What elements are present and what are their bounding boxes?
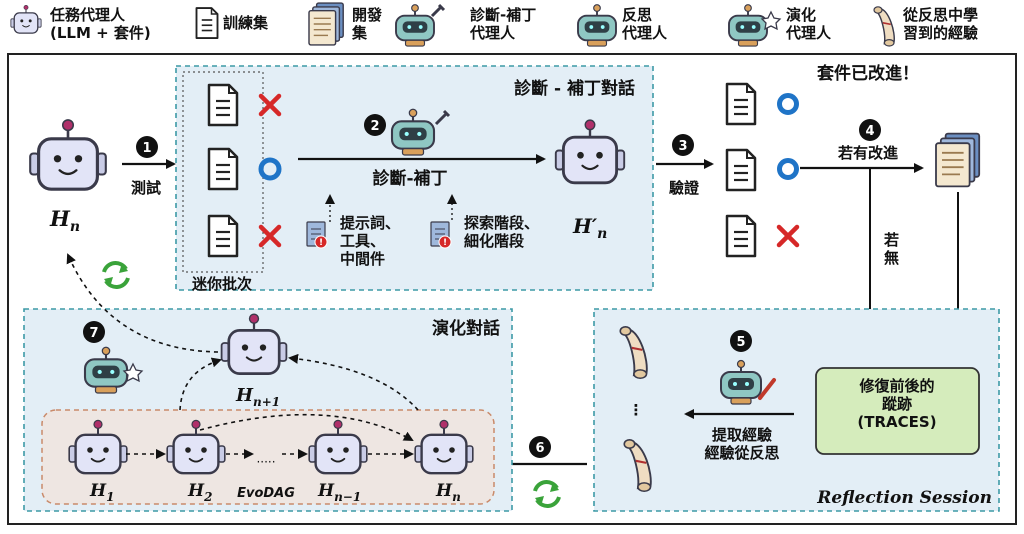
step-5-number: 5	[736, 335, 745, 350]
reflection-agent-icon	[577, 3, 617, 47]
step-6-number: 6	[535, 441, 544, 456]
test-label: 測試	[131, 179, 161, 197]
pass-circle-icon	[777, 93, 799, 115]
note-phases: 探索階段、細化階段	[464, 214, 539, 250]
step-5-badge	[730, 330, 752, 352]
verify-label: 驗證	[669, 179, 700, 197]
hn1-label: Hn+1	[235, 385, 280, 409]
cycle-icon	[533, 480, 561, 508]
step-1-number: 1	[142, 141, 151, 156]
step-2-number: 2	[370, 119, 379, 134]
reflection-session-label: Reflection Session	[816, 488, 992, 508]
step-3-number: 3	[678, 139, 687, 154]
legend-train-label: 訓練集	[223, 14, 269, 32]
hn-minus-1-label: Hn−1	[317, 481, 361, 504]
if-not-label: 若無	[883, 231, 899, 267]
minibatch-label: 迷你批次	[191, 275, 252, 293]
legend-reflect-agent-label: 反思代理人	[621, 6, 668, 42]
verify-doc-2	[725, 148, 757, 192]
pass-circle-icon	[777, 158, 799, 180]
step-3-badge	[672, 134, 694, 156]
training-set-icon	[195, 7, 219, 39]
wrench-icon	[434, 109, 451, 126]
h2-label: H2	[187, 481, 212, 504]
evolution-panel-title: 演化對話	[432, 318, 500, 339]
experience-scroll-icon	[873, 5, 896, 47]
fail-cross-icon	[776, 224, 800, 248]
step-4-badge	[859, 119, 881, 141]
evodag-edges	[66, 253, 419, 459]
verify-doc-1	[725, 82, 757, 126]
improved-label: 套件已改進！	[816, 63, 919, 84]
wrench-icon	[430, 3, 446, 18]
step-7-number: 7	[89, 326, 98, 341]
diag-patch-label: 診斷-補丁	[372, 168, 447, 189]
step-6-badge	[529, 436, 551, 458]
fail-cross-icon	[258, 93, 282, 117]
pen-icon	[758, 378, 776, 400]
note-prompt-tools: 提示詞、工具、中間件	[340, 214, 400, 268]
note-warning-icon	[306, 221, 328, 249]
legend: 任務代理人(LLM + 套件) 訓練集 開發集 診斷-補丁代理人 反思代理人 演…	[10, 2, 978, 47]
if-improved-label: 若有改進	[837, 144, 899, 162]
legend-diag-agent-label: 診斷-補丁代理人	[469, 6, 536, 42]
hn-label: Hn	[49, 206, 80, 235]
diag-panel-title: 診斷 - 補丁對話	[514, 78, 635, 99]
minibatch-doc-3	[207, 214, 239, 258]
minibatch-doc-1	[207, 83, 239, 127]
fail-cross-icon	[258, 224, 282, 248]
traces-label: 修復前後的蹤跡(TRACES)	[857, 377, 936, 431]
hn-bottom-label: Hn	[435, 481, 461, 504]
evodag-label: EvoDAG	[237, 486, 295, 501]
pass-circle-icon	[258, 157, 282, 181]
step-2-badge	[364, 114, 386, 136]
step-4-number: 4	[865, 124, 874, 139]
h-prime-n-label: H′n	[572, 214, 607, 242]
traces-box	[815, 367, 980, 455]
extract-label: 提取經驗經驗從反思	[704, 426, 779, 462]
evodag-box	[41, 409, 495, 505]
scroll-dots: ⋮	[629, 401, 644, 419]
legend-dev-label: 開發集	[351, 6, 383, 42]
star-icon	[122, 362, 144, 383]
evodag-ellipsis: ·····	[256, 455, 275, 469]
legend-evolve-agent-label: 演化代理人	[785, 6, 832, 42]
legend-exp-label: 從反思中學習到的經驗	[902, 6, 978, 42]
task-agent-icon	[10, 4, 42, 34]
h1-label: H1	[89, 481, 114, 504]
step-7-badge	[83, 321, 105, 343]
legend-agent-label: 任務代理人(LLM + 套件)	[49, 6, 151, 42]
evolution-agent-icon	[728, 3, 768, 47]
verify-doc-3	[725, 214, 757, 258]
step-1-badge	[136, 136, 158, 158]
star-icon	[760, 10, 782, 31]
diag-patch-agent-icon	[395, 3, 435, 47]
dev-set-icon	[935, 132, 981, 188]
dev-set-icon	[308, 2, 344, 46]
note-warning-icon	[430, 221, 452, 249]
minibatch-doc-2	[207, 147, 239, 191]
cycle-icon	[102, 261, 130, 289]
